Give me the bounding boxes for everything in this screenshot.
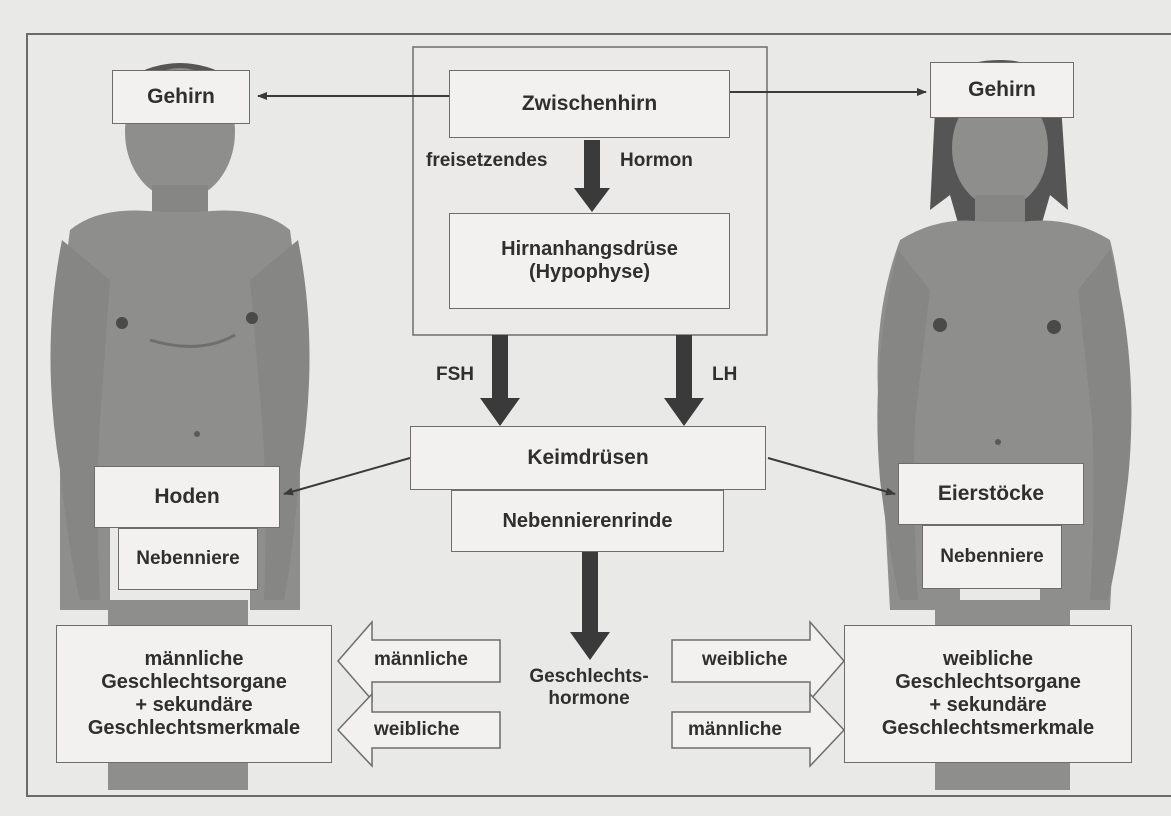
male-outcome-box: männliche Geschlechtsorgane + sekundäre … (56, 625, 332, 763)
keimdruesen-box: Keimdrüsen (410, 426, 766, 490)
eierstoecke-box: Eierstöcke (898, 463, 1084, 525)
label-fsh: FSH (436, 364, 474, 386)
female-outcome-line3: + sekundäre (929, 694, 1046, 717)
zwischenhirn-box: Zwischenhirn (449, 70, 730, 138)
arrow-lh (664, 335, 704, 426)
geschlechtshormone-line1: Geschlechts- (514, 666, 664, 688)
nebenniere-left-box: Nebenniere (118, 528, 258, 590)
hypophyse-line1: Hirnanhangsdrüse (501, 238, 678, 261)
geschlechtshormone-line2: hormone (514, 688, 664, 710)
label-right-arrow-maennliche: männliche (688, 719, 782, 741)
hypophyse-box: Hirnanhangsdrüse (Hypophyse) (449, 213, 730, 309)
male-outcome-line2: Geschlechtsorgane (101, 671, 287, 694)
label-right-arrow-weibliche: weibliche (702, 649, 788, 671)
male-outcome-line1: männliche (145, 648, 244, 671)
male-outcome-line4: Geschlechtsmerkmale (88, 717, 300, 740)
arrow-fsh (480, 335, 520, 426)
nebennierenrinde-box: Nebennierenrinde (451, 490, 724, 552)
label-hormon: Hormon (620, 150, 693, 172)
gehirn-right-box: Gehirn (930, 62, 1074, 118)
geschlechtshormone-label: Geschlechts- hormone (514, 666, 664, 710)
female-outcome-line4: Geschlechtsmerkmale (882, 717, 1094, 740)
female-outcome-line1: weibliche (943, 648, 1033, 671)
label-freisetzendes: freisetzendes (426, 150, 547, 172)
arrow-geschlechtshormone (570, 552, 610, 660)
label-left-arrow-maennliche: männliche (374, 649, 468, 671)
arrow-to-hoden (284, 458, 410, 494)
arrow-to-eierstoecke (768, 458, 895, 494)
hoden-box: Hoden (94, 466, 280, 528)
male-outcome-line3: + sekundäre (135, 694, 252, 717)
label-lh: LH (712, 364, 737, 386)
label-left-arrow-weibliche: weibliche (374, 719, 460, 741)
gehirn-left-box: Gehirn (112, 70, 250, 124)
female-outcome-box: weibliche Geschlechtsorgane + sekundäre … (844, 625, 1132, 763)
nebenniere-right-box: Nebenniere (922, 525, 1062, 589)
hypophyse-line2: (Hypophyse) (529, 261, 650, 284)
female-outcome-line2: Geschlechtsorgane (895, 671, 1081, 694)
